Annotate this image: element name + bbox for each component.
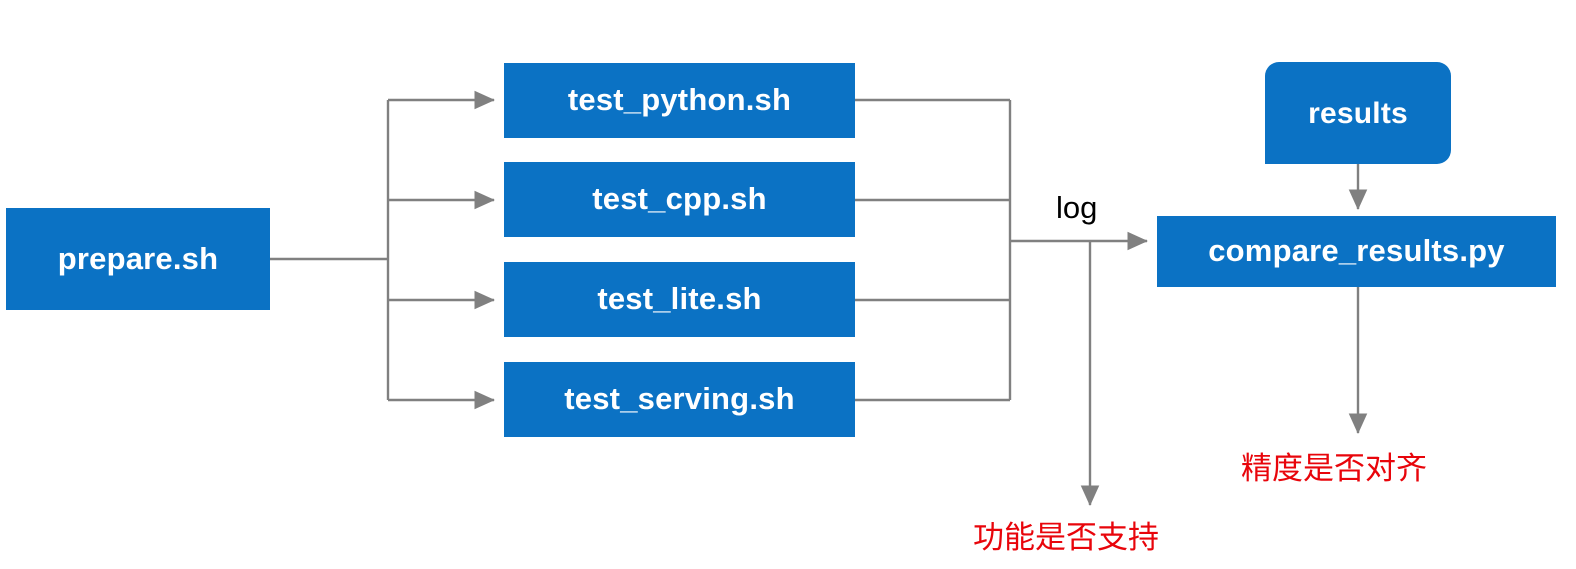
node-results[interactable]: results	[1265, 62, 1451, 164]
edge-label-log: log	[1056, 190, 1098, 225]
node-test-lite-sh[interactable]: test_lite.sh	[504, 262, 855, 337]
node-prepare-sh-label: prepare.sh	[57, 240, 219, 276]
node-test-cpp-sh[interactable]: test_cpp.sh	[504, 162, 855, 237]
node-results-label: results	[1308, 96, 1408, 130]
node-test-lite-sh-label: test_lite.sh	[597, 281, 762, 317]
node-test-python-sh[interactable]: test_python.sh	[504, 63, 855, 138]
annotation-feature-supported: 功能是否支持	[973, 520, 1159, 555]
node-prepare-sh[interactable]: prepare.sh	[6, 208, 270, 310]
node-test-python-sh-label: test_python.sh	[567, 82, 792, 118]
node-compare-results-py[interactable]: compare_results.py	[1157, 216, 1556, 287]
node-test-serving-sh-label: test_serving.sh	[564, 381, 795, 417]
node-test-cpp-sh-label: test_cpp.sh	[592, 181, 767, 217]
node-test-serving-sh[interactable]: test_serving.sh	[504, 362, 855, 437]
node-compare-results-py-label: compare_results.py	[1208, 233, 1505, 269]
annotation-precision-aligned: 精度是否对齐	[1241, 451, 1427, 486]
